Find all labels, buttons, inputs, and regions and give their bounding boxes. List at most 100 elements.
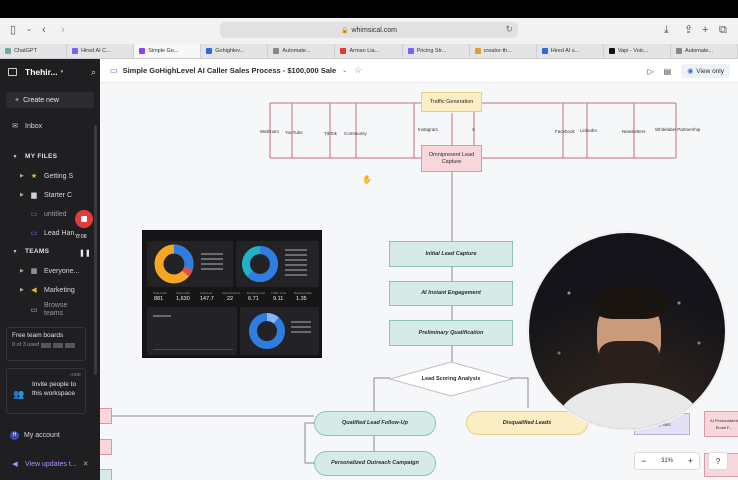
source-label: X xyxy=(472,127,476,132)
sidebar-toggle-icon[interactable]: ▯ xyxy=(10,24,17,36)
plus-icon: + xyxy=(15,96,20,104)
sidebar-file-untitled[interactable]: ▭untitled xyxy=(30,210,67,219)
sidebar-team-marketing[interactable]: ▶◀Marketing xyxy=(20,286,75,295)
node-qualified-lead-follow-up[interactable]: Qualified Lead Follow-Up xyxy=(314,411,436,436)
view-only-button[interactable]: ◉ View only xyxy=(681,64,730,78)
back-arrow-icon[interactable]: ‹ xyxy=(42,24,46,36)
tab-chatgpt[interactable]: ChatGPT xyxy=(0,44,68,58)
node-traffic-generation[interactable]: Traffic Generation xyxy=(421,92,482,112)
sidebar-file-starter[interactable]: ▶▆Starter C xyxy=(20,191,73,200)
share-icon[interactable]: ⇪ xyxy=(684,24,694,36)
reload-icon[interactable]: ↻ xyxy=(505,24,513,34)
decision-diamond[interactable] xyxy=(389,361,513,397)
star-icon[interactable]: ☆ xyxy=(354,65,363,75)
node-preliminary-qualification[interactable]: Preliminary Qualification xyxy=(389,320,513,346)
pause-icon[interactable]: ❚❚ xyxy=(79,250,91,257)
stat-value: 881 xyxy=(154,296,164,302)
free-team-boards-card: Free team boards 0 of 3 used xyxy=(6,327,86,361)
hide-button[interactable]: HIDE xyxy=(70,372,81,377)
dashboard-screenshot[interactable]: Total Calls 881 Total Calls 1,630 Call C… xyxy=(142,230,322,358)
node-omnipresent-lead-capture[interactable]: Omnipresent Lead Capture xyxy=(421,145,482,172)
tab-vapi[interactable]: Vapi - Voic... xyxy=(604,44,671,58)
system-menubar xyxy=(0,0,738,18)
zoom-level[interactable]: 31% xyxy=(660,458,673,464)
section-teams[interactable]: ▼TEAMS xyxy=(10,248,49,255)
address-text: whimsical.com xyxy=(351,26,397,34)
sidebar-team-everyone[interactable]: ▶▦Everyone... xyxy=(20,267,80,276)
stat-label: Total Calls xyxy=(153,291,167,295)
hand-cursor-icon: ✋ xyxy=(362,175,372,184)
source-label: Community xyxy=(344,131,367,136)
tab-automate-2[interactable]: Automate... xyxy=(671,44,738,58)
panel-icon[interactable] xyxy=(8,68,17,76)
address-bar[interactable]: 🔒 whimsical.com ↻ xyxy=(220,22,518,38)
sidebar-browse-teams[interactable]: ▭Browse teams xyxy=(30,302,68,317)
view-updates-link[interactable]: ◀ View updates t... ✕ xyxy=(10,460,89,469)
stat-label: Booking Cost xyxy=(247,291,265,295)
stop-icon xyxy=(81,216,87,222)
tab-pricing[interactable]: Pricing Str... xyxy=(403,44,470,58)
slack-icon xyxy=(474,48,481,54)
chevron-down-icon[interactable]: ⌄ xyxy=(342,68,348,74)
browser-tabs: ChatGPT Hired AI C... Simple Go... Gohig… xyxy=(0,44,738,59)
node-personalized-outreach-campaign[interactable]: Personalized Outreach Campaign xyxy=(314,451,436,476)
tab-creator[interactable]: creator-th... xyxy=(470,44,537,58)
stat-label: Traffic Cost xyxy=(271,291,287,295)
comment-icon[interactable]: ▤ xyxy=(663,66,672,76)
node-partial-left[interactable] xyxy=(100,408,112,424)
free-boards-title: Free team boards xyxy=(12,332,64,339)
tab-overview-icon[interactable]: ⧉ xyxy=(719,24,727,36)
chevron-down-icon[interactable]: ▾ xyxy=(60,69,64,75)
tab-arman[interactable]: Arman Lia... xyxy=(335,44,403,58)
tab-simple-go[interactable]: Simple Go... xyxy=(134,44,202,58)
node-initial-lead-capture[interactable]: Initial Lead Capture xyxy=(389,241,513,267)
tab-hired-ai[interactable]: Hired AI C... xyxy=(67,44,135,58)
node-partial-left[interactable] xyxy=(100,439,112,455)
forward-arrow-icon[interactable]: › xyxy=(61,24,65,36)
sidebar-scrollbar[interactable] xyxy=(94,125,97,375)
section-my-files[interactable]: ▼MY FILES xyxy=(10,153,57,160)
sidebar-file-lead-handling[interactable]: ▭Lead Han... xyxy=(30,229,81,238)
person-hair xyxy=(593,285,665,319)
site-icon xyxy=(206,48,213,54)
chevron-down-icon[interactable]: ⌄ xyxy=(26,26,32,33)
stat-label: Call Cost xyxy=(200,291,213,295)
recording-time: 0:08 xyxy=(76,234,87,240)
zoom-out-button[interactable]: − xyxy=(641,456,647,466)
zoom-in-button[interactable]: + xyxy=(687,456,693,466)
search-icon[interactable]: ⌕ xyxy=(90,66,96,77)
create-new-button[interactable]: + Create new xyxy=(6,92,94,108)
eye-icon: ◉ xyxy=(687,68,694,75)
page-title[interactable]: Simple GoHighLevel AI Caller Sales Proce… xyxy=(122,66,337,75)
chevron-down-icon: ▼ xyxy=(12,248,18,255)
source-label: Whitelabel Partnership xyxy=(655,127,701,132)
stat-value: 9.11 xyxy=(273,296,284,302)
help-button[interactable]: ? xyxy=(708,452,728,470)
invite-card[interactable]: HIDE 👥 Invite people to this workspace xyxy=(6,368,86,414)
download-icon[interactable]: ⤓ xyxy=(664,24,669,36)
new-tab-icon[interactable]: + xyxy=(702,24,709,36)
browse-icon: ▭ xyxy=(30,307,38,314)
tab-automate[interactable]: Automate... xyxy=(268,44,336,58)
record-stop-button[interactable] xyxy=(75,210,93,228)
tab-gohighlevel[interactable]: Gohighlev... xyxy=(201,44,269,58)
workspace-name[interactable]: Thehir... xyxy=(25,67,58,77)
sidebar-my-account[interactable]: H My account xyxy=(10,431,60,440)
present-icon[interactable]: ▷ xyxy=(647,66,654,76)
board-icon: ▭ xyxy=(30,211,38,218)
tab-hired-ai-s[interactable]: Hired AI s... xyxy=(537,44,604,58)
chevron-right-icon: ▶ xyxy=(20,173,24,179)
chevron-right-icon: ▶ xyxy=(20,268,24,274)
node-partial-left[interactable] xyxy=(100,469,112,480)
sidebar-item-inbox[interactable]: ✉Inbox xyxy=(10,122,42,131)
star-icon: ★ xyxy=(30,173,38,180)
source-label: TikTok xyxy=(324,131,337,136)
sidebar-file-getting-started[interactable]: ▶★Getting S xyxy=(20,172,74,181)
donut-chart-blue-2 xyxy=(249,313,285,349)
node-ai-instant-engagement[interactable]: AI Instant Engagement xyxy=(389,281,513,306)
stat-value: 147.7 xyxy=(200,296,214,302)
close-icon[interactable]: ✕ xyxy=(82,461,89,468)
usage-meter xyxy=(53,342,64,348)
board-icon: ▭ xyxy=(30,230,38,237)
site-icon xyxy=(675,48,682,54)
